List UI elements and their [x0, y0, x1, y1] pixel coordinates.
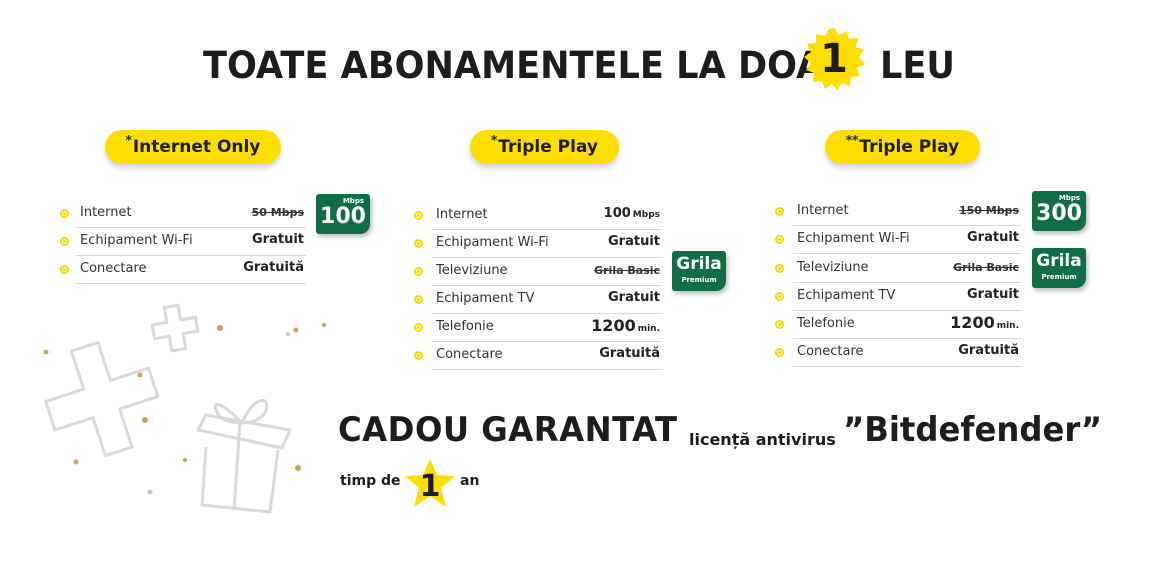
feature-row: Echipament Wi-Fi Gratuit	[414, 230, 662, 258]
feature-row: Echipament TV Gratuit	[414, 286, 662, 314]
bullet-icon	[414, 266, 423, 276]
plan-pill-triple-play[interactable]: *Triple Play	[470, 130, 619, 164]
period-number: 1	[419, 468, 441, 504]
period-star-badge: 1	[402, 458, 458, 510]
grila-premium-tag: Grila Premium	[1032, 248, 1086, 288]
bullet-icon	[414, 210, 423, 220]
gift-period-after: an	[460, 473, 480, 489]
badge-number: 1	[820, 36, 848, 82]
plan-pill-internet-only[interactable]: *Internet Only	[105, 130, 281, 164]
feature-row: Echipament Wi-Fi Gratuit	[775, 226, 1021, 254]
bullet-icon	[775, 263, 784, 273]
speed-tag-300: Mbps 300	[1032, 191, 1086, 231]
gift-license-label: licență antivirus	[689, 430, 836, 449]
gift-brand: ”Bitdefender”	[843, 410, 1103, 450]
bullet-icon	[414, 350, 423, 360]
feature-row: Televiziune Grila Basic	[775, 255, 1021, 283]
grila-premium-tag: Grila Premium	[672, 251, 726, 291]
bullet-icon	[775, 319, 784, 329]
feature-row: Conectare Gratuită	[414, 342, 662, 370]
sun-badge-icon	[804, 28, 865, 90]
bullet-icon	[414, 322, 423, 332]
bullet-icon	[775, 206, 784, 216]
plan-pill-triple-play-premium[interactable]: **Triple Play	[825, 130, 980, 164]
feature-row: Conectare Gratuită	[60, 256, 306, 284]
gift-headline: CADOU GARANTAT	[338, 410, 695, 450]
bullet-icon	[60, 236, 69, 246]
feature-row: Echipament Wi-Fi Gratuit	[60, 228, 306, 256]
gift-title: CADOU GARANTAT	[338, 410, 678, 450]
headline: TOATE ABONAMENTELE LA DOAR 1 LEU	[0, 28, 1151, 96]
gift-period-before: timp de	[340, 473, 401, 489]
feature-row: Internet 150 Mbps	[775, 198, 1021, 226]
speed-tag-100: Mbps 100	[316, 194, 370, 234]
star-icon	[405, 459, 455, 507]
bullet-icon	[775, 234, 784, 244]
bullet-icon	[775, 347, 784, 357]
feature-row: Televiziune Grila Basic	[414, 258, 662, 286]
bullet-icon	[775, 291, 784, 301]
headline-text: TOATE ABONAMENTELE LA DOAR	[203, 44, 851, 87]
badge-one-star: 1	[801, 26, 867, 92]
bullet-icon	[60, 264, 69, 274]
bullet-icon	[414, 294, 423, 304]
feature-row: Internet 50 Mbps	[60, 200, 306, 228]
bullet-icon	[60, 208, 69, 218]
feature-row: Conectare Gratuită	[775, 339, 1021, 367]
gift-decoration-icon	[43, 303, 326, 514]
feature-row: Echipament TV Gratuit	[775, 283, 1021, 311]
headline-currency: LEU	[880, 44, 955, 87]
bullet-icon	[414, 238, 423, 248]
